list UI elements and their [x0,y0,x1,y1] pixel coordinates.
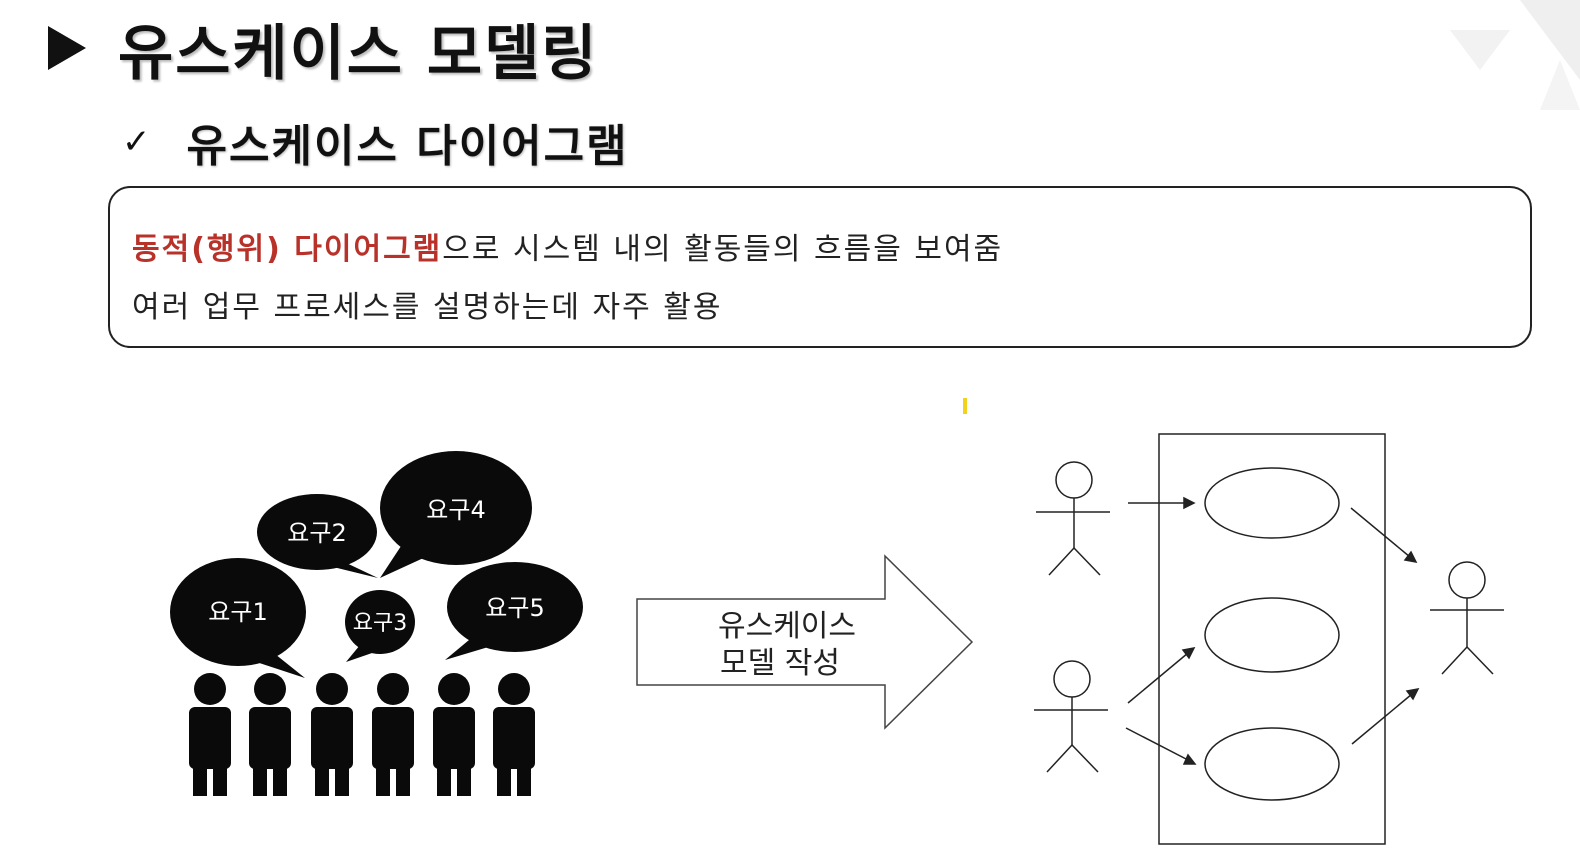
bubble-label-1: 요구1 [208,598,267,626]
bubble-label-3: 요구3 [353,611,407,636]
bubble-label-2: 요구2 [287,519,346,547]
people-crowd-icon [189,673,535,796]
speech-bubble-4: 요구4 [380,451,532,578]
person-icon [433,673,475,796]
process-arrow: 유스케이스 모델 작성 [637,556,972,728]
speech-bubble-3: 요구3 [345,590,415,662]
actor-icon [1034,661,1108,772]
bubble-label-5: 요구5 [485,594,544,622]
actor-icon [1036,462,1110,575]
bubble-label-4: 요구4 [426,496,485,524]
usecase-ellipse-3 [1205,728,1339,800]
person-icon [493,673,535,796]
usecase-ellipse-2 [1205,598,1339,672]
speech-bubble-1: 요구1 [170,558,306,678]
arrow-label-line-2: 모델 작성 [720,646,840,681]
person-icon [249,673,291,796]
person-icon [372,673,414,796]
person-icon [311,673,353,796]
speech-bubble-2: 요구2 [257,494,378,578]
system-boundary [1159,434,1385,844]
arrow-label-line-1: 유스케이스 [718,609,856,644]
speech-bubble-5: 요구5 [445,562,583,660]
actor-icon [1430,562,1504,674]
usecase-ellipse-1 [1205,468,1339,538]
person-icon [189,673,231,796]
usecase-diagram [1034,434,1504,844]
